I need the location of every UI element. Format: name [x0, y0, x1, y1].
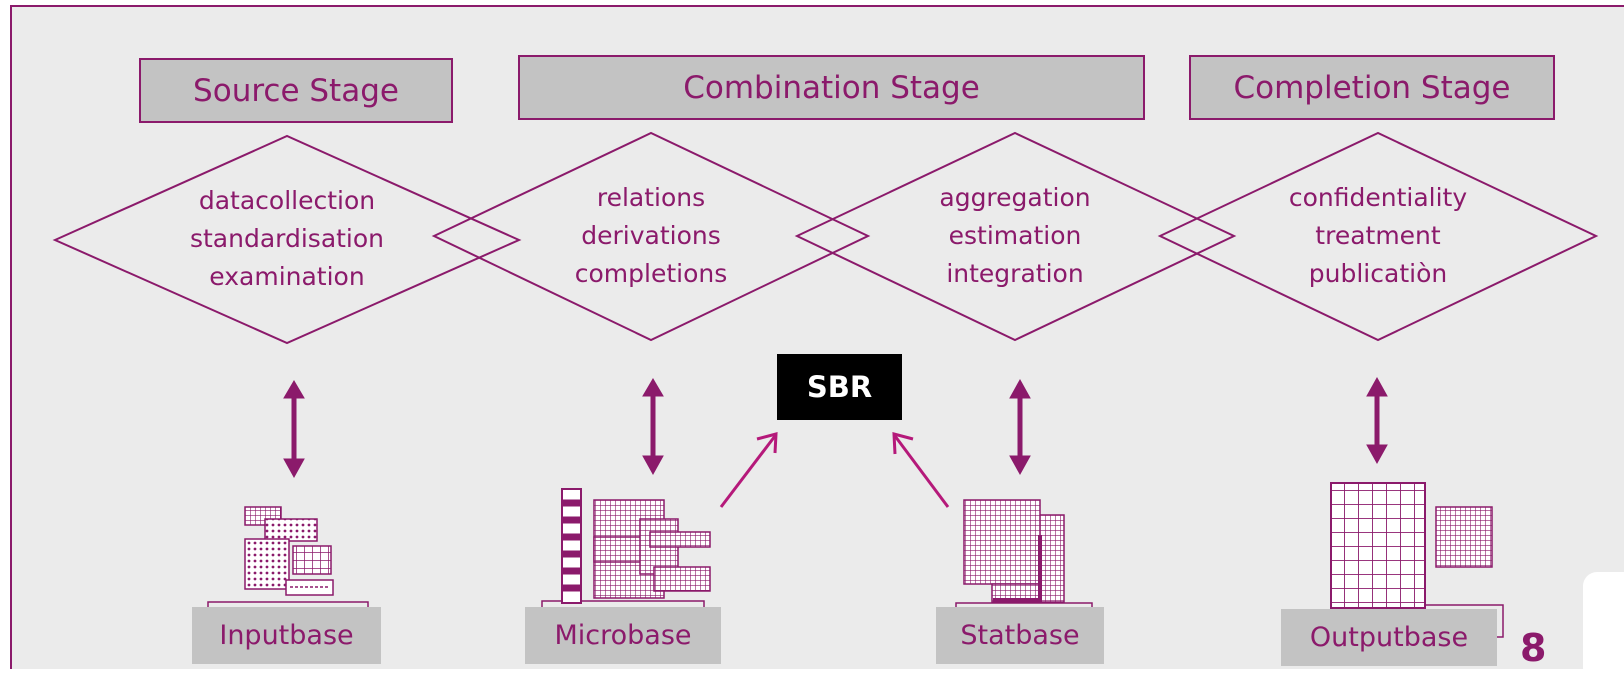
statbase-illustration — [955, 499, 1093, 614]
process-item: integration — [946, 259, 1084, 288]
outputbase-label: Outputbase — [1281, 609, 1497, 666]
sbr-box: SBR — [777, 354, 902, 420]
microbase-illustration — [541, 488, 711, 612]
double-arrow-output — [1366, 376, 1388, 465]
process-item: estimation — [948, 221, 1082, 250]
page-number: 8 — [1520, 626, 1547, 670]
process-item: standardisation — [189, 224, 385, 253]
stage-header-source: Source Stage — [139, 58, 453, 123]
process-item: examination — [209, 262, 365, 291]
inputbase-illustration — [207, 506, 369, 613]
stage-header-combination: Combination Stage — [518, 55, 1145, 120]
arrow-micro-to-sbr — [719, 432, 778, 508]
double-arrow-input — [283, 380, 305, 479]
process-completion: confidentiality treatment publicatiòn — [1258, 179, 1498, 293]
process-source: datacollection standardisation examinati… — [167, 182, 407, 296]
microbase-label: Microbase — [525, 607, 721, 664]
process-item: publicatiòn — [1308, 259, 1448, 288]
double-arrow-stat — [1009, 378, 1031, 476]
process-item: relations — [596, 183, 706, 212]
diamond-source — [52, 134, 522, 345]
diamond-aggregation — [794, 131, 1237, 342]
process-item: confidentiality — [1288, 183, 1468, 212]
process-item: aggregation — [939, 183, 1091, 212]
arrow-stat-to-sbr — [892, 432, 950, 508]
statbase-label: Statbase — [936, 607, 1104, 664]
process-item: datacollection — [198, 186, 376, 215]
diamond-confidentiality — [1157, 131, 1599, 342]
process-item: completions — [574, 259, 728, 288]
process-combination-a: relations derivations completions — [541, 179, 761, 293]
corner-logo-panel — [1583, 572, 1624, 682]
outputbase-illustration — [1330, 482, 1504, 638]
stage-header-completion: Completion Stage — [1189, 55, 1555, 120]
process-item: treatment — [1315, 221, 1441, 250]
process-item: derivations — [581, 221, 721, 250]
diamond-relations — [431, 131, 871, 342]
process-combination-b: aggregation estimation integration — [905, 179, 1125, 293]
double-arrow-micro — [642, 378, 664, 476]
inputbase-label: Inputbase — [192, 607, 381, 664]
